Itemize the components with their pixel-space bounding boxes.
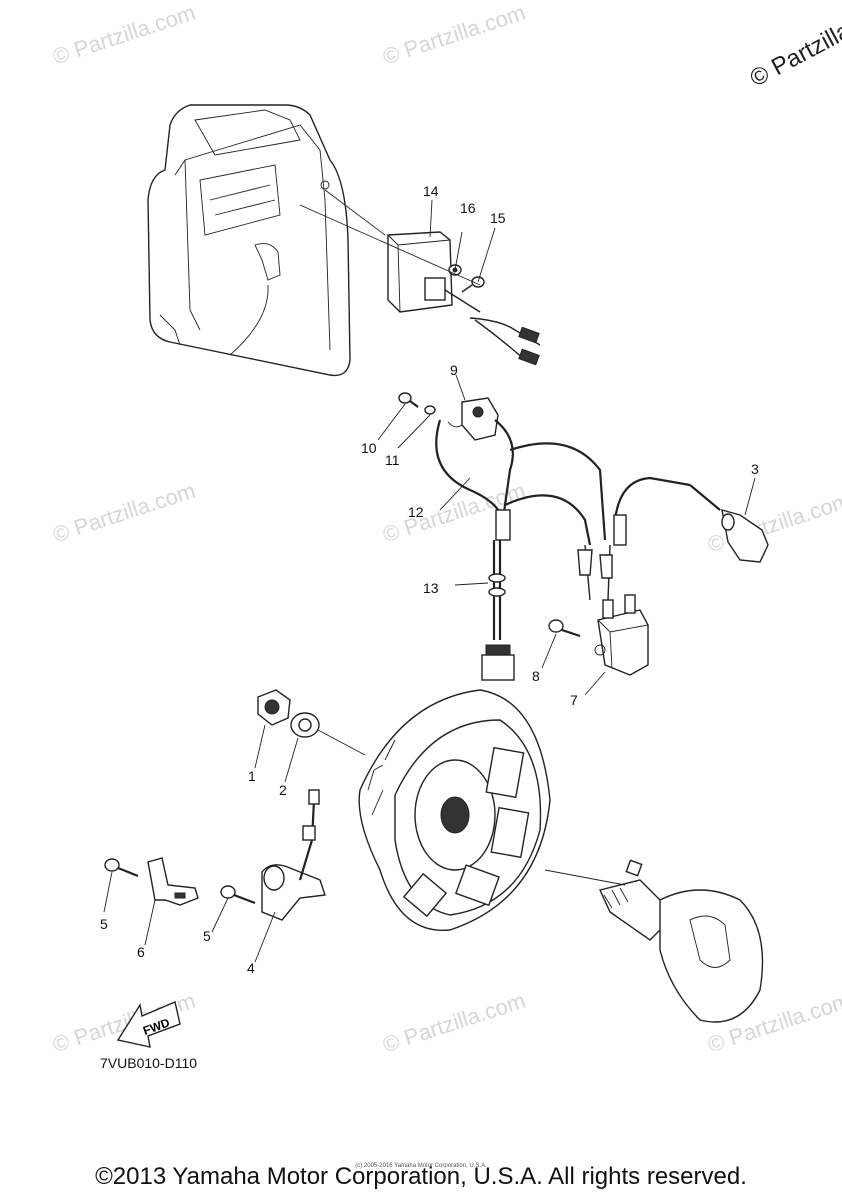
bracket-6 xyxy=(147,857,199,906)
cdi-unit xyxy=(324,189,541,366)
wire-harness xyxy=(435,419,691,546)
diagram-code: 7VUB010-D110 xyxy=(100,1055,198,1071)
callout-14: 14 xyxy=(423,183,439,199)
callout-5-left: 5 xyxy=(100,916,108,932)
cdi-housing xyxy=(147,104,351,377)
nut-1 xyxy=(257,689,291,726)
callout-4: 4 xyxy=(247,960,255,976)
washer-11 xyxy=(424,405,436,415)
callout-7: 7 xyxy=(570,692,578,708)
callout-1: 1 xyxy=(248,768,256,784)
flywheel-rotor xyxy=(358,689,551,932)
washer-2 xyxy=(290,712,320,738)
callout-6: 6 xyxy=(137,944,145,960)
small-copyright: (c) 2005-2016 Yamaha Motor Corporation, … xyxy=(355,1163,487,1169)
callout-3: 3 xyxy=(751,461,759,477)
screw-10 xyxy=(398,392,419,408)
bolt-15 xyxy=(461,276,485,293)
callout-10: 10 xyxy=(361,440,377,456)
crankshaft xyxy=(599,859,764,1023)
bolt-8 xyxy=(548,619,581,638)
ignition-coil xyxy=(577,544,649,676)
bolt-5-left xyxy=(104,858,139,878)
callout-11: 11 xyxy=(385,452,400,468)
callout-13: 13 xyxy=(423,580,439,596)
fwd-arrow-icon: FWD xyxy=(116,1001,181,1048)
callout-15: 15 xyxy=(490,210,506,226)
bolt-5-right xyxy=(220,885,256,905)
callout-8: 8 xyxy=(532,668,540,684)
sensor-bracket xyxy=(261,789,326,921)
callout-9: 9 xyxy=(450,362,458,378)
copyright-notice: ©2013 Yamaha Motor Corporation, U.S.A. A… xyxy=(95,1163,747,1190)
callout-12: 12 xyxy=(408,504,424,520)
callout-16: 16 xyxy=(460,200,476,216)
pickup-coil xyxy=(447,397,499,441)
callout-2: 2 xyxy=(279,782,287,798)
spark-plug-cap xyxy=(689,484,769,563)
callout-5-right: 5 xyxy=(203,928,211,944)
grommet xyxy=(481,540,515,681)
